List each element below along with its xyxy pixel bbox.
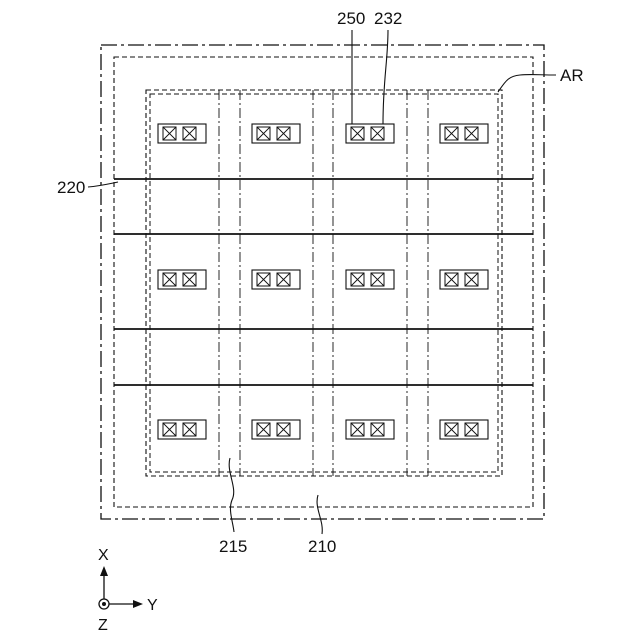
y-axis-arrowhead bbox=[133, 600, 143, 608]
label-232: 232 bbox=[374, 9, 402, 28]
pad-group-r2-c0 bbox=[158, 420, 206, 439]
pad-group-r1-c3 bbox=[440, 270, 488, 289]
pad-group-r0-c0 bbox=[158, 124, 206, 143]
pad-group-r0-c3 bbox=[440, 124, 488, 143]
axis-label-x: X bbox=[98, 547, 109, 564]
pad-group-r2-c1 bbox=[252, 420, 300, 439]
leader-ar bbox=[498, 75, 556, 92]
axis-label-y: Y bbox=[147, 597, 158, 614]
column-separators bbox=[219, 90, 428, 476]
pad-group-r1-c0 bbox=[158, 270, 206, 289]
pad-group-r1-c2 bbox=[346, 270, 394, 289]
label-220: 220 bbox=[57, 178, 85, 197]
pad-group-r0-c2 bbox=[346, 124, 394, 143]
pad-group-r2-c2 bbox=[346, 420, 394, 439]
pad-group-r2-c3 bbox=[440, 420, 488, 439]
label-210: 210 bbox=[308, 537, 336, 556]
leader-232 bbox=[383, 30, 388, 124]
axis-indicator: X Y Z bbox=[98, 547, 158, 634]
label-250: 250 bbox=[337, 9, 365, 28]
pad-group-r0-c1 bbox=[252, 124, 300, 143]
label-ar: AR bbox=[560, 66, 584, 85]
label-215: 215 bbox=[219, 537, 247, 556]
x-axis-arrowhead bbox=[100, 566, 108, 576]
z-axis-dot bbox=[102, 602, 106, 606]
axis-label-z: Z bbox=[98, 617, 108, 634]
pad-group-r1-c1 bbox=[252, 270, 300, 289]
leader-215 bbox=[229, 458, 234, 532]
leader-210 bbox=[317, 495, 322, 534]
pad-grid bbox=[158, 124, 488, 439]
